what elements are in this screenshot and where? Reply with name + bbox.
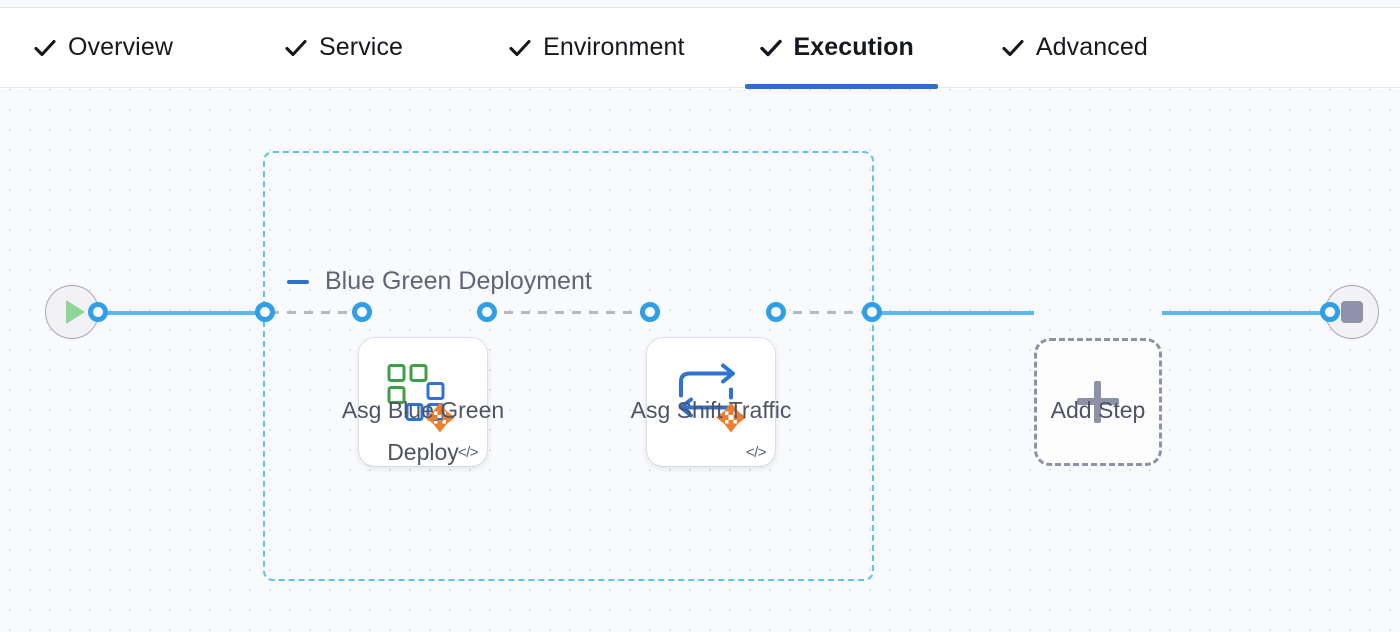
edge-add-step-to-end (1162, 311, 1330, 315)
tab-advanced[interactable]: Advanced (1000, 8, 1148, 88)
code-badge: </> (745, 444, 767, 461)
minus-icon[interactable] (285, 269, 311, 295)
edge-group-entry-to-step1 (270, 310, 362, 314)
tab-environment[interactable]: Environment (507, 8, 684, 88)
tab-label: Service (319, 33, 404, 61)
plus-icon (1077, 381, 1119, 423)
step-node-label: Asg Blue Green Deploy (341, 397, 505, 465)
port-group-out[interactable] (862, 302, 882, 322)
play-icon (65, 300, 85, 324)
active-tab-underline (744, 83, 938, 89)
step-group-header[interactable]: Blue Green Deployment (285, 267, 592, 296)
tab-overview[interactable]: Overview (32, 8, 173, 88)
check-icon (758, 35, 784, 61)
check-icon (1000, 35, 1026, 61)
window-top-strip (0, 0, 1400, 8)
asg-shift-traffic-icon (671, 360, 751, 445)
port-step1-in[interactable] (352, 302, 372, 322)
add-step-button[interactable] (1034, 338, 1162, 466)
check-icon (283, 35, 309, 61)
port-step1-out[interactable] (477, 302, 497, 322)
port-end-in[interactable] (1320, 302, 1340, 322)
tab-label: Execution (793, 33, 914, 61)
edge-start-to-group (98, 311, 268, 315)
asg-blue-green-deploy-icon (383, 360, 463, 445)
check-icon (32, 35, 58, 61)
tab-label: Advanced (1035, 33, 1148, 61)
edge-step1-to-step2 (487, 310, 651, 314)
tab-label: Environment (543, 33, 685, 61)
add-step-label: Add Step (1050, 397, 1146, 423)
stop-icon (1341, 301, 1363, 323)
tab-label: Overview (68, 33, 173, 61)
edge-step2-to-group-exit (776, 310, 872, 314)
edge-group-exit-to-add-step (876, 311, 1034, 315)
step-group-title: Blue Green Deployment (325, 267, 592, 295)
port-step2-in[interactable] (640, 302, 660, 322)
pipeline-canvas[interactable]: Blue Green Deployment (0, 89, 1400, 632)
code-badge: </> (457, 444, 479, 461)
tab-service[interactable]: Service (283, 8, 403, 88)
tab-execution[interactable]: Execution (744, 8, 938, 89)
port-step2-out[interactable] (766, 302, 786, 322)
step-group-blue-green-deployment[interactable] (263, 151, 874, 581)
step-node-asg-shift-traffic[interactable]: </> (647, 338, 775, 466)
pipeline-stage-tabbar: Overview Service Environment Execution (0, 8, 1400, 89)
step-node-label: Asg Shift Traffic (630, 397, 792, 423)
check-icon (507, 35, 533, 61)
port-group-in[interactable] (255, 302, 275, 322)
port-start-out[interactable] (88, 302, 108, 322)
step-node-asg-blue-green-deploy[interactable]: </> (359, 338, 487, 466)
